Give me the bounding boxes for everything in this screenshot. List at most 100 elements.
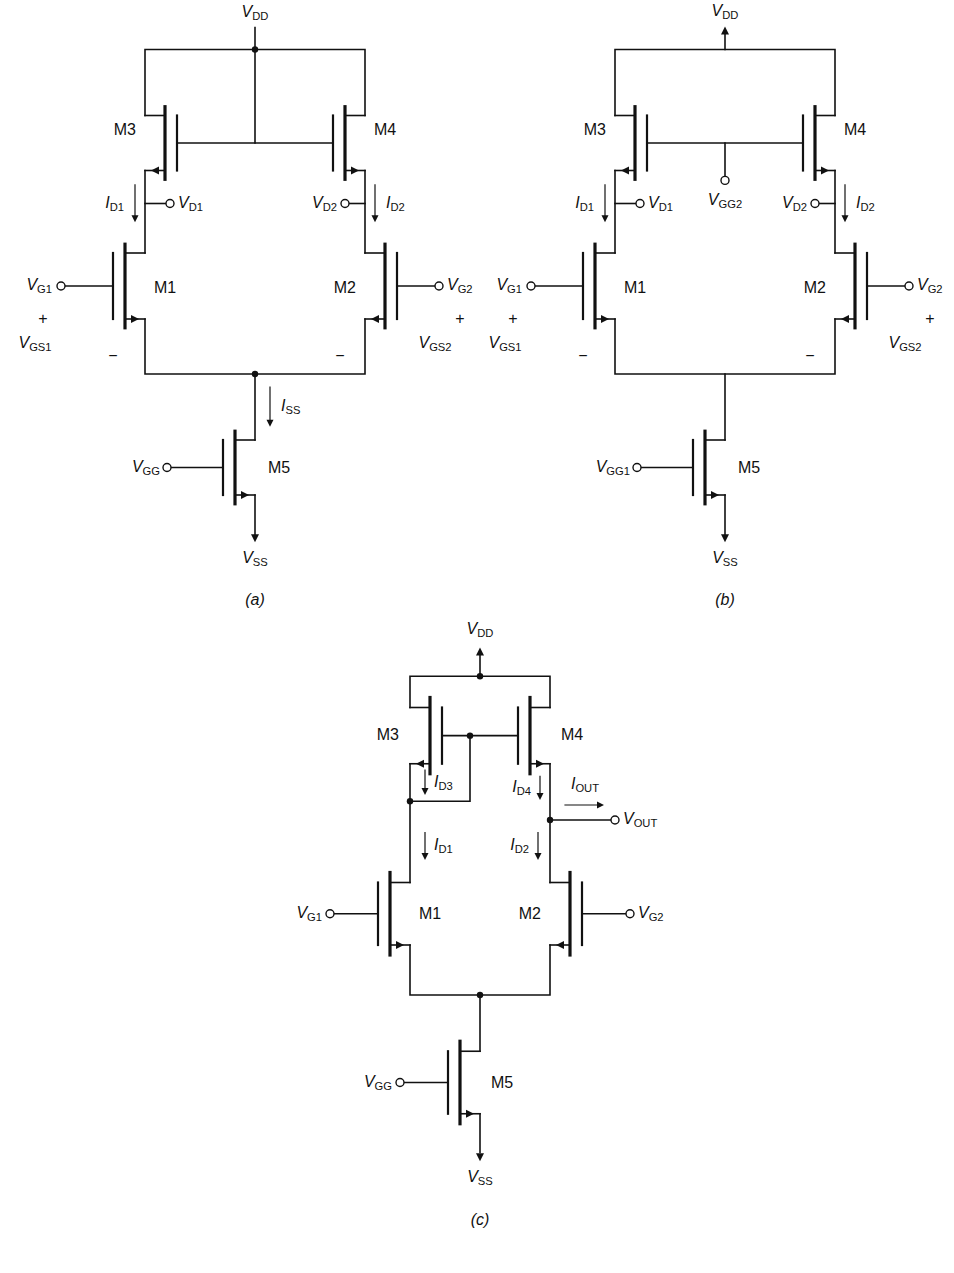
arrowhead	[372, 215, 379, 222]
mosfet-terminal	[550, 882, 570, 884]
signal-label: VSS	[466, 1168, 494, 1187]
wire	[254, 374, 256, 440]
gate-lead	[442, 735, 518, 737]
mosfet-channel	[343, 107, 346, 180]
symbol-subscript: D2	[515, 843, 529, 855]
transistor-name: M1	[418, 905, 442, 923]
arrowhead	[601, 315, 609, 323]
symbol-subscript: G2	[458, 283, 473, 295]
symbol-subscript: GS2	[899, 342, 921, 354]
arrowhead	[466, 1110, 474, 1118]
signal-label: VDD	[241, 4, 270, 23]
symbol-letter: V	[623, 810, 634, 827]
signal-label: VG1	[25, 276, 53, 295]
wire	[145, 203, 166, 205]
signal-label: +	[454, 310, 465, 328]
symbol-subscript: G2	[649, 911, 664, 923]
symbol-letter: I	[571, 775, 575, 792]
mosfet-terminal	[345, 115, 365, 117]
gate-lead	[867, 285, 905, 287]
mosfet-terminal	[390, 882, 410, 884]
symbol-subscript: GG	[143, 465, 160, 477]
arrowhead	[721, 534, 729, 542]
wire	[254, 495, 256, 535]
transistor-name: M5	[737, 459, 761, 477]
symbol-letter: V	[638, 904, 649, 921]
wire	[145, 319, 365, 374]
transistor-name: M5	[490, 1074, 514, 1092]
mosfet-channel	[233, 431, 236, 504]
mosfet-channel	[853, 244, 856, 328]
figure-tag-text: (b)	[715, 591, 735, 608]
symbol-letter: V	[418, 335, 429, 352]
gate-lead	[647, 142, 803, 144]
signal-label: VSS	[711, 549, 739, 568]
symbol-letter: V	[467, 620, 478, 637]
transistor-name: M2	[333, 279, 357, 297]
gate-lead	[177, 142, 333, 144]
transistor-name: M1	[153, 279, 177, 297]
transistor-name: M4	[843, 121, 867, 139]
symbol-subscript: D1	[659, 201, 673, 213]
signal-label: ID3	[433, 773, 454, 792]
symbol-letter: V	[364, 1073, 375, 1090]
symbol-subscript: D4	[517, 785, 531, 797]
arrowhead	[476, 1153, 484, 1161]
signal-label: VG2	[916, 276, 944, 295]
signal-label: ID1	[574, 194, 595, 213]
symbol-letter: V	[917, 276, 928, 293]
current-arrow	[844, 185, 845, 216]
transistor-name: M4	[560, 726, 584, 744]
terminal	[166, 200, 174, 208]
arrowhead	[267, 420, 274, 427]
mosfet-channel	[528, 698, 531, 774]
symbol-subscript: D2	[793, 201, 807, 213]
signal-label: −	[804, 348, 815, 366]
current-arrow	[604, 185, 605, 216]
gate-lead	[171, 467, 223, 469]
arrowhead	[371, 315, 379, 323]
arrowhead	[422, 853, 429, 860]
symbol-subscript: D1	[189, 201, 203, 213]
symbol-subscript: D2	[390, 201, 404, 213]
terminal	[57, 282, 65, 290]
figure-tag: (a)	[244, 591, 266, 609]
signal-label: ID4	[511, 778, 532, 797]
symbol-letter: V	[712, 3, 723, 20]
wire	[614, 171, 616, 254]
signal-label: VGG2	[707, 192, 743, 211]
mosfet-channel	[428, 698, 431, 774]
mosfet-terminal	[460, 1050, 480, 1052]
symbol-letter: V	[782, 194, 793, 211]
schematic-wiring	[57, 26, 913, 1161]
figure-tag: (c)	[470, 1211, 491, 1229]
mosfet-terminal	[835, 252, 855, 254]
current-arrow	[539, 776, 540, 792]
signal-label: VGG	[363, 1073, 393, 1092]
arrowhead	[251, 534, 259, 542]
terminal	[636, 200, 644, 208]
wire	[479, 995, 481, 1051]
symbol-letter: I	[281, 397, 285, 414]
mosfet-terminal	[705, 439, 725, 441]
wire	[615, 203, 636, 205]
symbol-letter: V	[596, 458, 607, 475]
symbol-letter: I	[575, 194, 579, 211]
gate-lead	[404, 1082, 448, 1084]
mosfet-channel	[593, 244, 596, 328]
arrowhead	[842, 215, 849, 222]
symbol-subscript: GG	[375, 1080, 392, 1092]
signal-label: VD2	[311, 194, 338, 213]
current-arrow	[424, 833, 425, 853]
mosfet-channel	[388, 873, 391, 956]
symbol-subscript: G1	[37, 283, 52, 295]
symbol-letter: I	[856, 194, 860, 211]
symbol-letter: V	[242, 549, 253, 566]
symbol-letter: V	[708, 192, 719, 209]
symbol-letter: I	[434, 773, 438, 790]
signal-label: ID2	[385, 194, 406, 213]
junction-dot	[467, 732, 473, 738]
gate-lead	[334, 913, 378, 915]
symbol-letter: V	[496, 276, 507, 293]
wire	[410, 945, 550, 995]
